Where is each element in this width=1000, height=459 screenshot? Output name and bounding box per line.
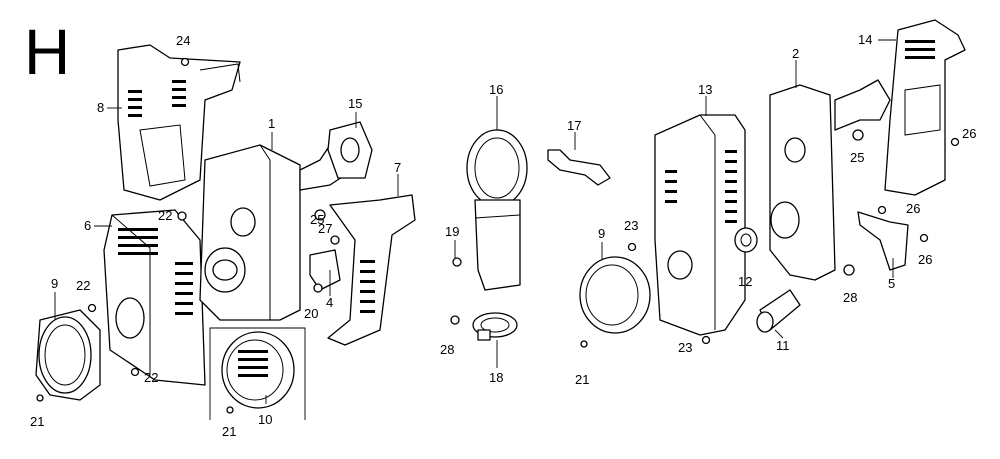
callout-22-side: 22 <box>76 278 90 293</box>
exhaust-deflector <box>327 194 416 346</box>
callout-21-center: 21 <box>575 372 589 387</box>
hose-clamp <box>472 312 518 341</box>
callout-10: 10 <box>258 412 272 427</box>
callout-1: 1 <box>268 116 275 131</box>
callout-14: 14 <box>858 32 872 47</box>
bracket-left <box>309 249 341 291</box>
callout-25-left: 25 <box>310 212 324 227</box>
callout-22-bottom: 22 <box>144 370 158 385</box>
callout-11: 11 <box>776 338 790 353</box>
callout-21-boxed: 21 <box>222 424 236 439</box>
callout-9-center: 9 <box>598 226 605 241</box>
muffler-protector-left <box>103 209 206 386</box>
callout-20: 20 <box>304 306 318 321</box>
leader-lines <box>54 39 896 404</box>
spark-arrester-screen <box>756 289 801 333</box>
muffler-left <box>199 144 346 321</box>
callout-23-top: 23 <box>624 218 638 233</box>
callout-19: 19 <box>445 224 459 239</box>
stay-bracket <box>547 149 611 186</box>
spark-arrester-cap-left <box>35 309 101 401</box>
muffler-cap-boxed <box>209 327 306 420</box>
exhaust-pipe-cap <box>466 129 528 291</box>
callout-13: 13 <box>698 82 712 97</box>
callout-6: 6 <box>84 218 91 233</box>
callout-9-left: 9 <box>51 276 58 291</box>
heat-shield-upper-left <box>117 44 241 201</box>
stay-bracket-right <box>857 211 909 271</box>
section-letter: H <box>24 16 71 88</box>
callout-16: 16 <box>489 82 503 97</box>
callout-15: 15 <box>348 96 362 111</box>
fasteners <box>36 57 960 414</box>
heat-shield-right <box>884 19 966 196</box>
callout-8: 8 <box>97 100 104 115</box>
callout-7: 7 <box>394 160 401 175</box>
callout-24: 24 <box>176 33 190 48</box>
muffler-protector-right <box>654 114 746 336</box>
callout-5: 5 <box>888 276 895 291</box>
callout-27: 27 <box>318 221 332 236</box>
callout-22-top: 22 <box>158 208 172 223</box>
callout-17: 17 <box>567 118 581 133</box>
spark-arrester-cap-center <box>579 256 651 334</box>
gasket <box>327 121 373 179</box>
callout-23-bottom: 23 <box>678 340 692 355</box>
callout-25-right: 25 <box>850 150 864 165</box>
callout-26-middle: 26 <box>906 201 920 216</box>
callout-26-bottom: 26 <box>918 252 932 267</box>
callout-28-right: 28 <box>843 290 857 305</box>
callout-26-top: 26 <box>962 126 976 141</box>
callout-4: 4 <box>326 295 333 310</box>
callout-21-left: 21 <box>30 414 44 429</box>
callout-12: 12 <box>738 274 752 289</box>
muffler-right <box>769 79 891 281</box>
callout-18: 18 <box>489 370 503 385</box>
callouts: 1 2 4 5 6 7 8 9 9 10 11 12 13 14 15 16 1… <box>30 32 976 439</box>
callout-2: 2 <box>792 46 799 61</box>
callout-28-middle: 28 <box>440 342 454 357</box>
grommet <box>734 227 758 253</box>
